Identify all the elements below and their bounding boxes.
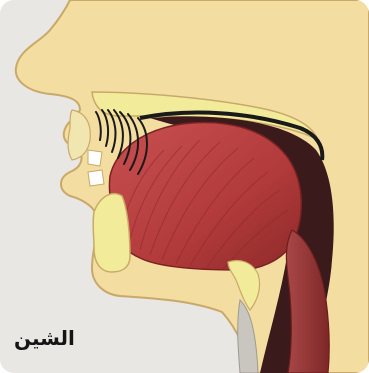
letter-caption: الشين (14, 326, 75, 350)
jaw-bone (93, 194, 130, 272)
